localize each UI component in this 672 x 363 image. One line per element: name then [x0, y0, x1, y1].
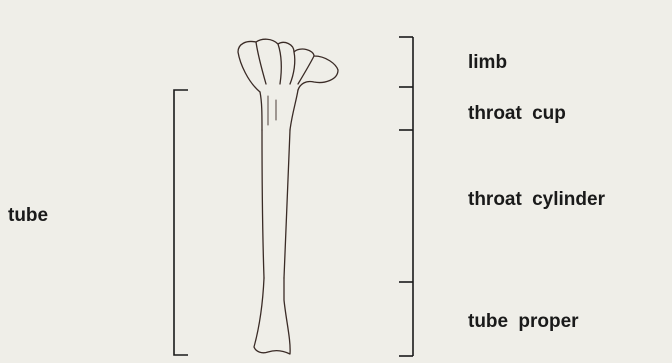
label-tube: tube: [8, 206, 48, 225]
flower-limb: [238, 39, 338, 92]
label-limb: limb: [468, 53, 507, 72]
segment-bracket: [399, 37, 413, 356]
flower-tube-proper: [254, 278, 290, 354]
label-tube-proper: tube proper: [468, 312, 579, 331]
flower-throat-cup: [260, 90, 298, 130]
flower-throat-cylinder: [262, 130, 290, 278]
label-throat-cup: throat cup: [468, 104, 566, 123]
petal-detail-1: [256, 42, 266, 84]
petal-detail-3: [290, 52, 295, 84]
flower-outline-icon: [238, 39, 338, 354]
tube-bracket: [174, 90, 188, 355]
petal-detail-4: [298, 56, 314, 84]
petal-detail-2: [278, 44, 281, 84]
label-throat-cylinder: throat cylinder: [468, 190, 605, 209]
